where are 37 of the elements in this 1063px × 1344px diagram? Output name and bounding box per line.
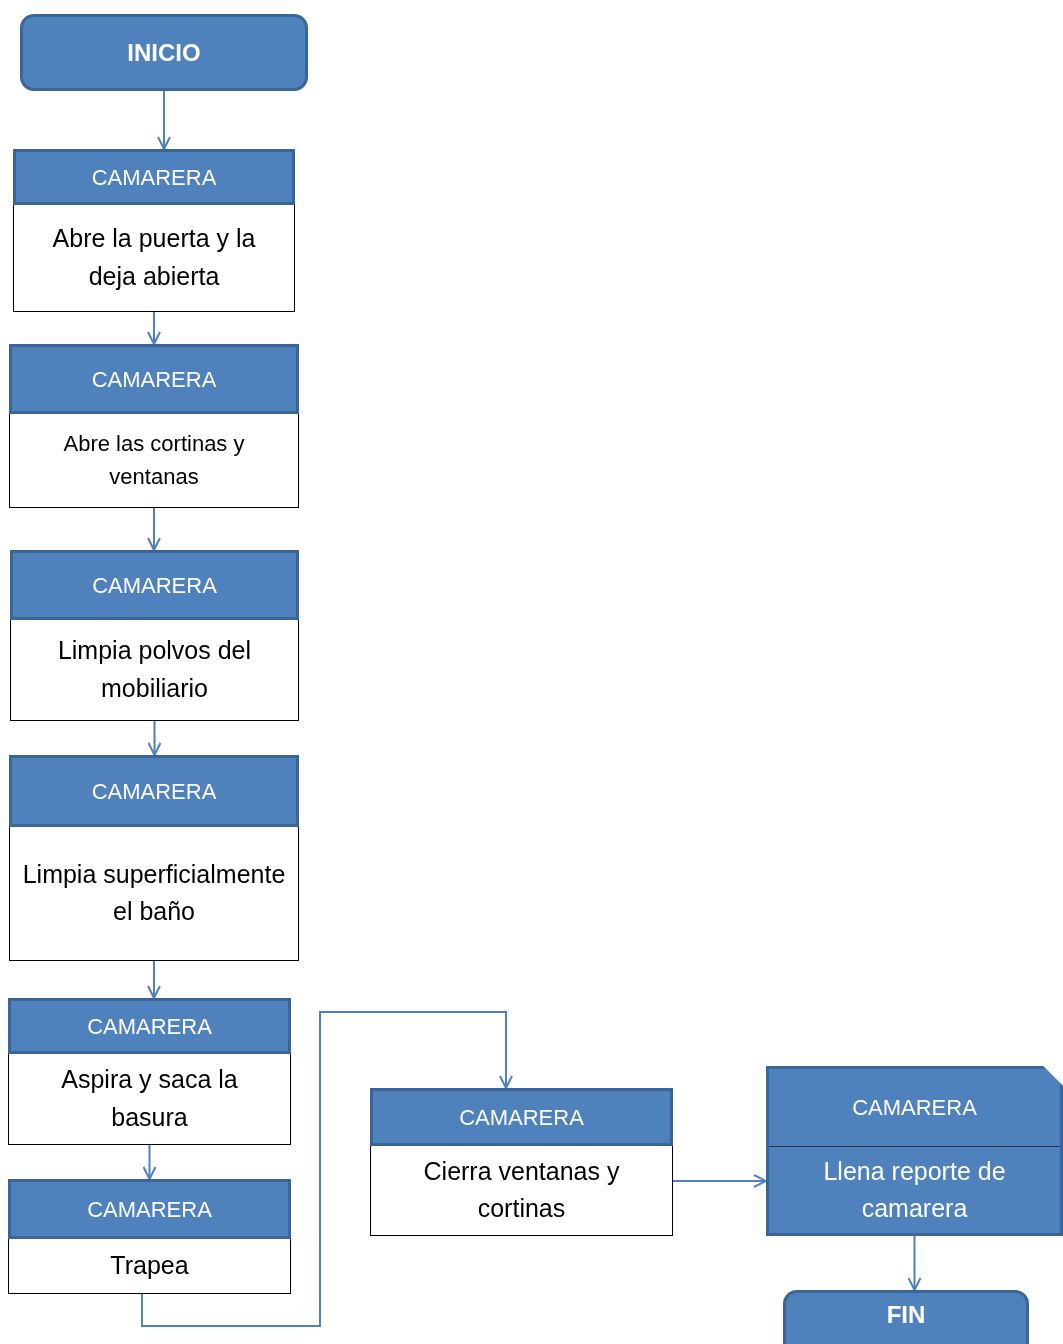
role-header: CAMARERA	[8, 998, 291, 1054]
terminal-box	[20, 14, 308, 91]
step-text: Abre las cortinas y ventanas	[62, 430, 246, 491]
process-box	[8, 998, 291, 1145]
role-header: CAMARERA	[13, 149, 295, 205]
process-box	[8, 1179, 291, 1294]
step-text: Cierra ventanas y cortinas	[422, 1155, 621, 1224]
arrow	[147, 311, 161, 345]
arrow	[157, 90, 171, 150]
arrow	[141, 1011, 513, 1327]
process-box	[766, 1066, 1063, 1236]
process-box	[9, 755, 299, 961]
arrow	[147, 720, 162, 756]
step-text: Limpia polvos del mobiliario	[56, 635, 253, 704]
role-header: CAMARERA	[9, 344, 299, 414]
arrow	[147, 507, 161, 551]
process-box	[10, 550, 299, 721]
role-header: CAMARERA	[370, 1088, 673, 1146]
process-box	[370, 1088, 673, 1236]
step-text: Abre la puerta y la deja abierta	[51, 223, 257, 292]
role-header: CAMARERA	[769, 1069, 1060, 1147]
step-text: Limpia superficialmente el baño	[22, 858, 286, 927]
arrow	[907, 1235, 922, 1291]
step-text: Aspira y saca la basura	[60, 1064, 239, 1133]
role-header: CAMARERA	[8, 1179, 291, 1239]
arrow	[672, 1174, 767, 1188]
arrow	[147, 960, 161, 999]
process-box	[13, 149, 295, 312]
terminal-box	[783, 1290, 1029, 1344]
step-text: Llena reporte de camarera	[822, 1155, 1007, 1224]
role-header: CAMARERA	[9, 755, 299, 827]
process-box	[9, 344, 299, 508]
role-header: CAMARERA	[10, 550, 299, 620]
step-text: Trapea	[110, 1249, 189, 1281]
terminal-label: INICIO	[127, 37, 201, 68]
terminal-label: FIN	[886, 1299, 926, 1330]
arrow	[142, 1144, 157, 1180]
